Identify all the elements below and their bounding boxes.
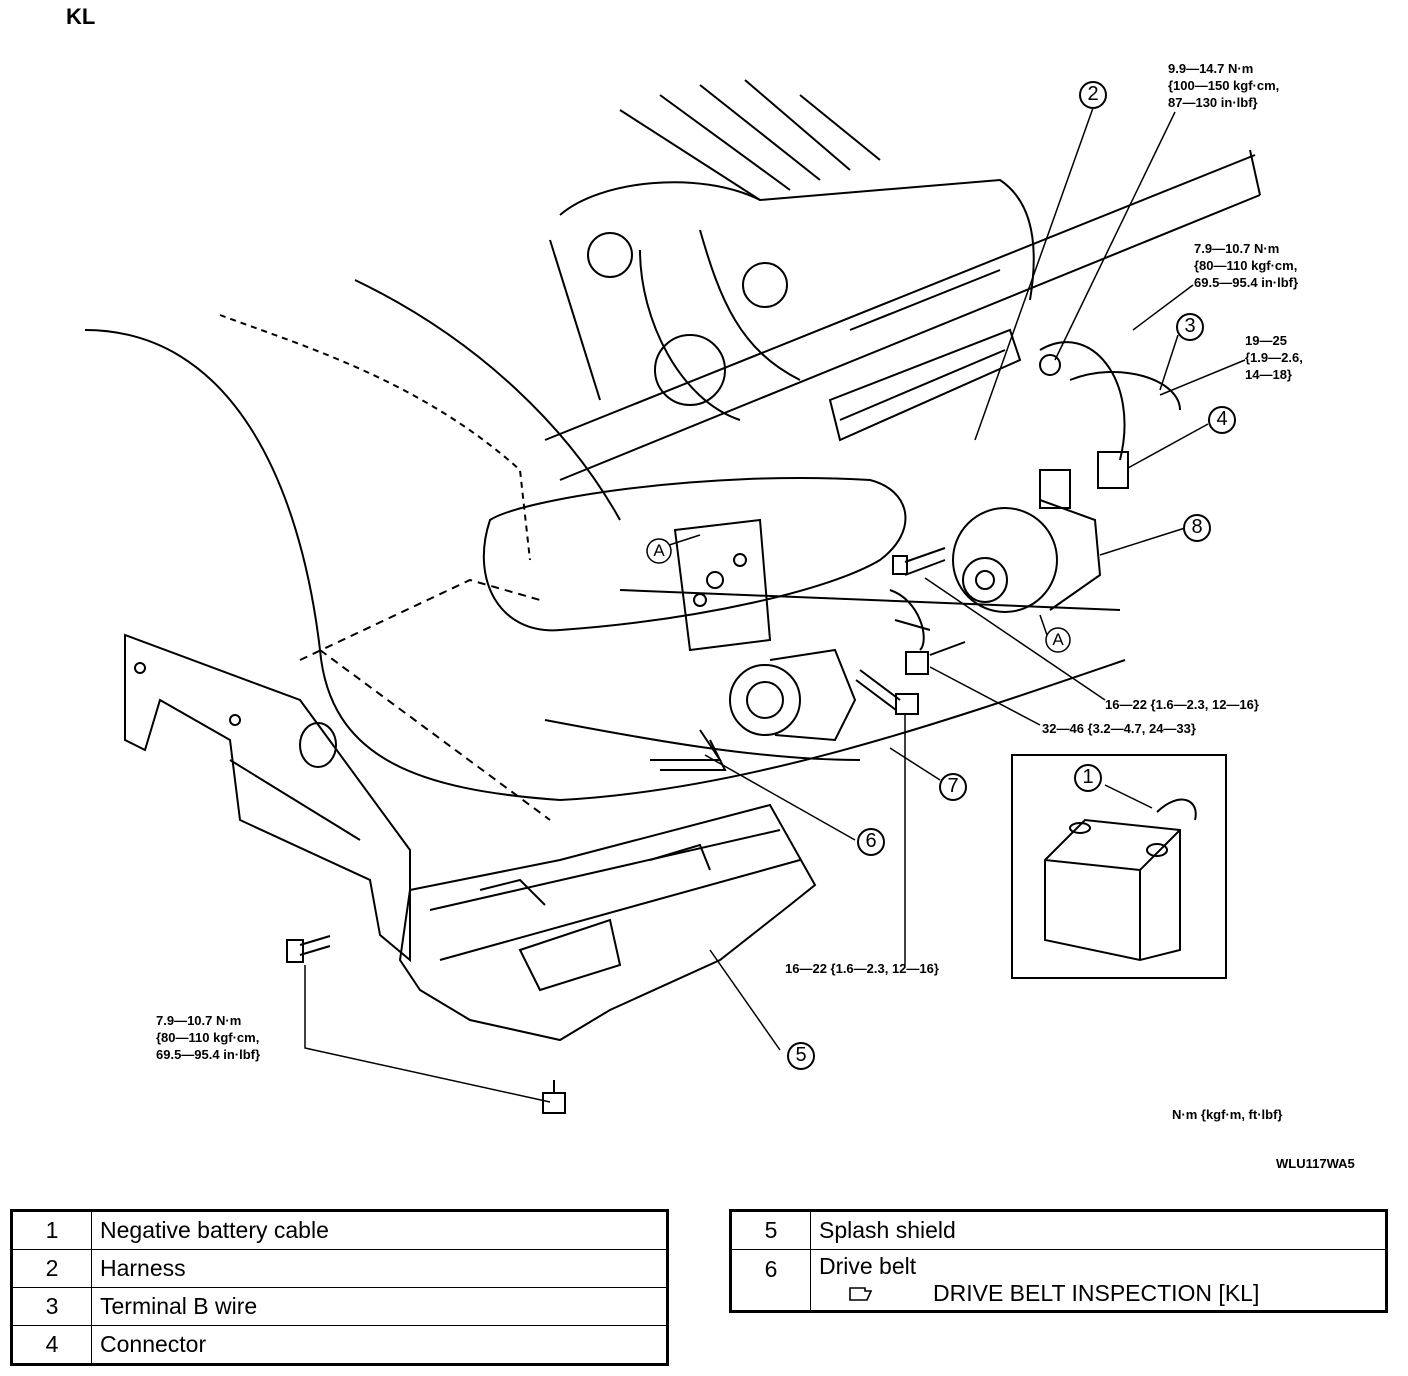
battery-part — [1044, 818, 1181, 962]
parts-legend-right: 5 Splash shield 6 Drive belt DRIVE BELT … — [729, 1209, 1388, 1313]
alternator-body — [952, 507, 1058, 613]
compressor-clutch — [729, 664, 801, 736]
legend-num: 2 — [11, 1249, 92, 1288]
battery-inset-frame — [1011, 754, 1227, 979]
cross-reference-link[interactable]: DRIVE BELT INSPECTION [KL] — [819, 1280, 1377, 1307]
legend-num: 5 — [730, 1210, 811, 1250]
legend-label: Connector — [91, 1325, 668, 1365]
legend-num: 3 — [11, 1287, 92, 1326]
view-marker-a: A — [653, 541, 665, 560]
parts-legend-left: 1 Negative battery cable 2 Harness 3 Ter… — [10, 1209, 669, 1366]
callout-5: 5 — [795, 1044, 807, 1066]
legend-row: 6 Drive belt DRIVE BELT INSPECTION [KL] — [730, 1249, 1387, 1312]
legend-num: 4 — [11, 1325, 92, 1365]
legend-row: 4 Connector — [11, 1325, 668, 1365]
crossmember-oval — [482, 477, 907, 632]
torque-spec-mid1: 16—22 {1.6—2.3, 12—16} — [1105, 697, 1259, 712]
legend-num: 6 — [730, 1249, 811, 1312]
torque-spec-terminal: 19—25{1.9—2.6,14—18} — [1245, 333, 1303, 382]
callout-2: 2 — [1087, 83, 1099, 105]
cross-reference-text: DRIVE BELT INSPECTION [KL] — [933, 1280, 1260, 1306]
legend-row: 1 Negative battery cable — [11, 1210, 668, 1250]
reference-arrow-icon — [849, 1286, 873, 1301]
unit-note: N·m {kgf·m, ft·lbf} — [1172, 1107, 1283, 1122]
legend-label: Splash shield — [810, 1210, 1387, 1250]
callout-7: 7 — [947, 775, 959, 797]
callout-3: 3 — [1184, 315, 1196, 337]
torque-spec-mid2: 32—46 {3.2—4.7, 24—33} — [1042, 721, 1196, 736]
connector-part — [1097, 451, 1129, 489]
splash-shield-part — [398, 803, 817, 1042]
figure-code: WLU117WA5 — [1276, 1156, 1355, 1171]
callout-8: 8 — [1191, 516, 1203, 538]
torque-spec-right: 7.9—10.7 N·m{80—110 kgf·cm,69.5—95.4 in·… — [1194, 241, 1299, 290]
model-heading: KL — [66, 4, 96, 29]
splash-bracket — [124, 633, 411, 963]
view-marker-a: A — [1052, 630, 1064, 649]
torque-spec-lower: 16—22 {1.6—2.3, 12—16} — [785, 961, 939, 976]
callout-1: 1 — [1082, 766, 1094, 788]
legend-label: Harness — [91, 1249, 668, 1288]
callout-circle — [1079, 81, 1107, 109]
legend-label: Terminal B wire — [91, 1287, 668, 1326]
legend-row: 5 Splash shield — [730, 1210, 1387, 1250]
torque-spec-left: 7.9—10.7 N·m{80—110 kgf·cm,69.5—95.4 in·… — [156, 1013, 261, 1062]
legend-label: Negative battery cable — [91, 1210, 668, 1250]
legend-label: Drive belt — [819, 1253, 917, 1279]
torque-spec-top: 9.9—14.7 N·m{100—150 kgf·cm,87—130 in·lb… — [1168, 61, 1280, 110]
legend-row: 2 Harness — [11, 1249, 668, 1288]
legend-row: 3 Terminal B wire — [11, 1287, 668, 1326]
fender-outline — [84, 329, 561, 801]
callout-6: 6 — [865, 830, 877, 852]
callout-4: 4 — [1216, 408, 1228, 430]
legend-num: 1 — [11, 1210, 92, 1250]
